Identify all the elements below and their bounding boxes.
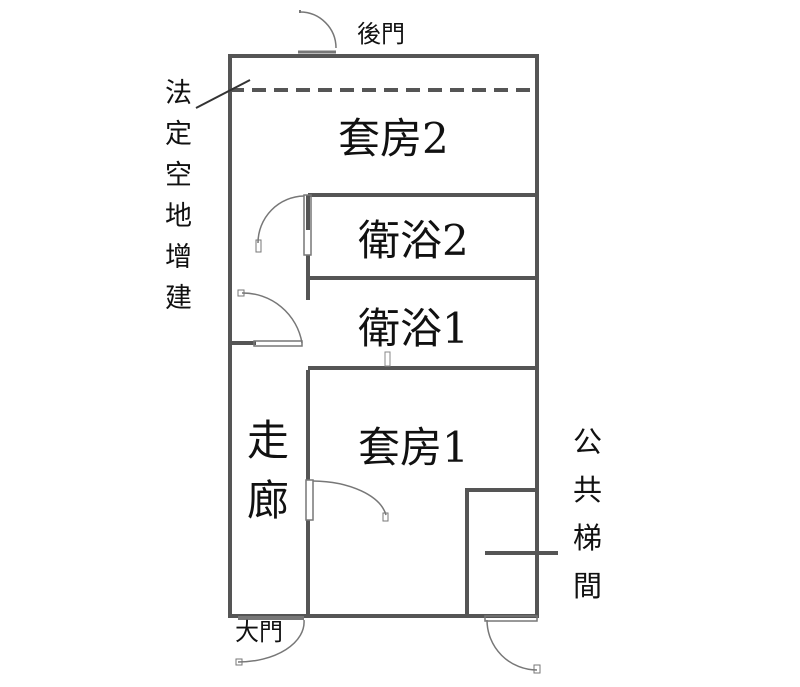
back-door-label: 後門 <box>357 20 405 48</box>
stairwell-label-4: 間 <box>573 569 602 603</box>
suite1-door <box>305 479 389 522</box>
main-door <box>235 616 305 666</box>
bathroom1-inner-door <box>384 351 391 367</box>
stairwell-door <box>484 615 541 674</box>
bathroom2-label: 衛浴2 <box>358 216 469 265</box>
corridor-label-1: 走 <box>247 416 289 465</box>
addition-label-4: 地 <box>165 201 192 232</box>
outer-wall <box>228 54 539 618</box>
stairwell-wall <box>465 488 537 616</box>
addition-label-5: 增 <box>165 242 192 273</box>
stairwell-label-2: 共 <box>573 473 602 507</box>
main-door-label: 大門 <box>235 618 283 646</box>
bathroom1-door <box>237 289 303 347</box>
bathroom2-door <box>255 194 312 256</box>
addition-label-6: 建 <box>165 283 192 314</box>
suite2-label: 套房2 <box>338 114 449 163</box>
corridor-label-2: 廊 <box>247 476 289 525</box>
addition-leader-line <box>195 79 251 109</box>
stairwell-label-3: 梯 <box>573 521 602 555</box>
addition-label-3: 空 <box>165 160 192 191</box>
suite1-label: 套房1 <box>358 423 469 472</box>
bathroom1-label: 衛浴1 <box>358 304 469 353</box>
addition-label-1: 法 <box>165 78 192 109</box>
addition-label-2: 定 <box>165 119 192 150</box>
back-door <box>298 10 337 54</box>
stairwell-label-1: 公 <box>573 425 602 459</box>
